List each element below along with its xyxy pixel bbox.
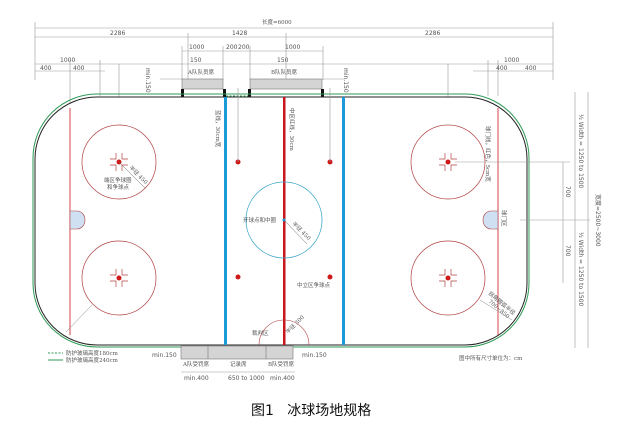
center-section-label: 1428 [232, 30, 247, 37]
half-width-bottom: ½ Width = 1250 to 1500 [577, 232, 584, 307]
referee-crease [258, 319, 310, 346]
penalty-scorer-area [180, 345, 294, 360]
goal-line-label: 球门线，红色，5cm宽 [484, 126, 492, 182]
penalty-a-label: A队受罚席 [182, 360, 209, 368]
legend: 防护玻璃高度180cm 防护玻璃高度240cm [48, 349, 119, 364]
gap-left: 200 [226, 44, 238, 51]
right-1000: 1000 [504, 57, 519, 64]
units-note: 图中所有尺寸单位为：cm [459, 354, 523, 362]
bench-a [181, 78, 224, 90]
dot-700-bottom: 700 [564, 245, 571, 257]
total-width: 宽度=2500~3000 [594, 194, 602, 247]
bench-a-offset: 150 [190, 57, 202, 64]
legend-dashed-label: 防护玻璃高度180cm [66, 349, 119, 357]
center-circle [245, 181, 323, 259]
left-section-label: 2286 [110, 30, 125, 37]
half-width-top: ½ Width = 1250 to 1500 [577, 114, 584, 189]
goal-crease-left [69, 210, 86, 230]
blue-line-left [224, 97, 227, 345]
min150-right: min.150 [342, 68, 349, 93]
right-dimensions [455, 92, 590, 348]
bottom-min150-right: min.150 [302, 352, 327, 359]
referee-area-label: 裁判区 [252, 329, 269, 337]
blue-line-label: 蓝线，30cm宽 [214, 110, 222, 148]
goal-crease-right [482, 210, 499, 230]
end-faceoff-label-1: 端区争球圈 [104, 176, 132, 184]
bench-a-width: 1000 [189, 44, 204, 51]
bench-doors [181, 89, 324, 97]
dot-700-top: 700 [564, 186, 571, 198]
scorer-width: 650 to 1000 [228, 375, 265, 382]
rink-boards [34, 96, 528, 346]
left-400a: 400 [40, 65, 52, 72]
bench-b-width: 1000 [285, 44, 300, 51]
left-1000: 1000 [60, 57, 75, 64]
figure-caption: 图1 冰球场地规格 [251, 403, 371, 419]
penalty-a-width: min.400 [184, 375, 209, 382]
bench-b [249, 78, 323, 90]
center-faceoff-label: 开球点和中圈 [243, 216, 277, 224]
bottom-min150-left: min.150 [152, 352, 177, 359]
blue-line-right [342, 97, 345, 345]
bench-b-label: B队队员席 [271, 68, 298, 76]
bench-b-offset: 150 [277, 57, 289, 64]
scorer-label: 记录席 [230, 360, 247, 368]
min150-left: min.150 [144, 68, 151, 93]
faceoff-dots [116, 159, 451, 281]
left-400b: 400 [73, 65, 85, 72]
right-400a: 400 [496, 65, 508, 72]
end-faceoff-label-2: 和争球点 [107, 183, 130, 191]
legend-solid-label: 防护玻璃高度240cm [66, 356, 119, 364]
goal-crease-label: 球门区 [500, 210, 508, 227]
bench-a-label: A队队员席 [187, 68, 214, 76]
neutral-dot-label: 中立区争球点 [297, 281, 331, 289]
faceoff-circles [81, 124, 486, 316]
penalty-b-width: min.400 [270, 375, 295, 382]
right-section-label: 2286 [425, 30, 440, 37]
length-label: 长度=6000 [262, 18, 292, 26]
penalty-b-label: B队受罚席 [268, 360, 295, 368]
gap-right: 200 [238, 44, 250, 51]
center-line-label: 中区红线，30cm [288, 108, 296, 152]
right-400b: 400 [525, 65, 537, 72]
